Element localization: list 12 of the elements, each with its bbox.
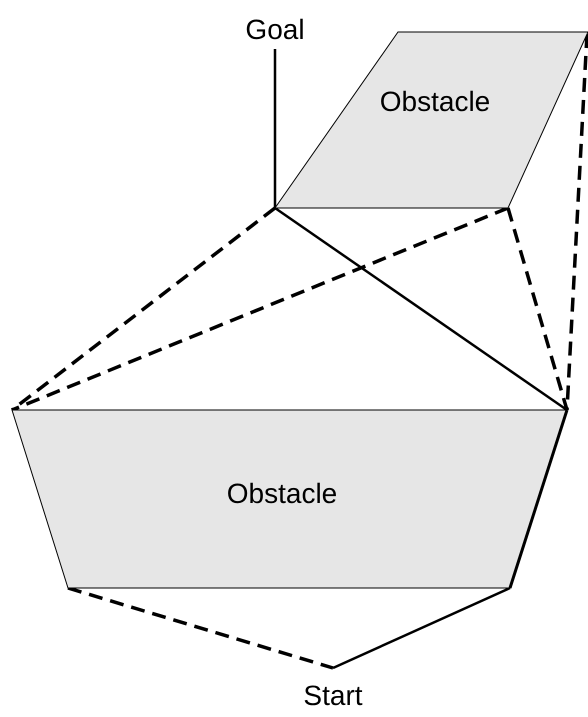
obstacle-label: Obstacle [226,478,338,510]
dashed-line [10,206,276,412]
dashed-line [68,586,334,670]
dashed-line [506,208,569,410]
dashed-line [11,206,509,412]
point-label: Goal [245,14,305,46]
line [274,49,276,208]
line [332,586,511,670]
dashed-line [565,34,588,410]
obstacle-label: Obstacle [380,86,490,118]
line [274,206,568,412]
point-label: Start [303,680,363,712]
